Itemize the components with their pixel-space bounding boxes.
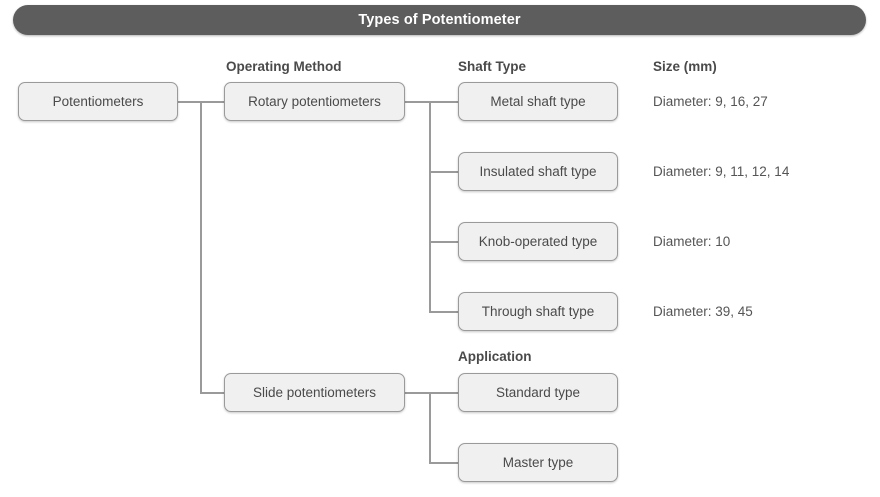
connector-root-to-slide	[200, 392, 224, 394]
size-value-through-shaft-type: Diameter: 39, 45	[653, 304, 753, 319]
node-slide-potentiometers[interactable]: Slide potentiometers	[224, 373, 405, 412]
node-potentiometers[interactable]: Potentiometers	[18, 82, 178, 121]
column-header-size: Size (mm)	[653, 59, 717, 74]
node-standard-type[interactable]: Standard type	[458, 373, 618, 412]
diagram-title-bar: Types of Potentiometer	[13, 5, 866, 35]
connector-rotary-to-through	[429, 311, 458, 313]
column-header-shaft-type: Shaft Type	[458, 59, 527, 74]
node-master-type[interactable]: Master type	[458, 443, 618, 482]
node-insulated-shaft-type[interactable]: Insulated shaft type	[458, 152, 618, 191]
size-value-knob-operated-type: Diameter: 10	[653, 234, 731, 249]
connector-rotary-to-knob	[429, 241, 458, 243]
connector-rotary-to-metal	[429, 101, 458, 103]
node-rotary-potentiometers[interactable]: Rotary potentiometers	[224, 82, 405, 121]
page-title: Types of Potentiometer	[358, 12, 521, 28]
size-value-insulated-shaft-type: Diameter: 9, 11, 12, 14	[653, 164, 790, 179]
connector-rotary-stub	[405, 101, 431, 103]
connector-rotary-trunk	[429, 101, 431, 312]
node-knob-operated-type[interactable]: Knob-operated type	[458, 222, 618, 261]
connector-root-to-rotary	[200, 101, 224, 103]
column-header-application: Application	[458, 349, 532, 364]
node-through-shaft-type[interactable]: Through shaft type	[458, 292, 618, 331]
connector-root-stub	[178, 101, 202, 103]
connector-rotary-to-insulated	[429, 171, 458, 173]
connector-slide-to-master	[429, 462, 458, 464]
connector-slide-stub	[405, 392, 431, 394]
connector-root-trunk	[200, 101, 202, 394]
node-metal-shaft-type[interactable]: Metal shaft type	[458, 82, 618, 121]
connector-slide-to-standard	[429, 392, 458, 394]
size-value-metal-shaft-type: Diameter: 9, 16, 27	[653, 94, 768, 109]
connector-slide-trunk	[429, 392, 431, 463]
column-header-operating-method: Operating Method	[226, 59, 342, 74]
